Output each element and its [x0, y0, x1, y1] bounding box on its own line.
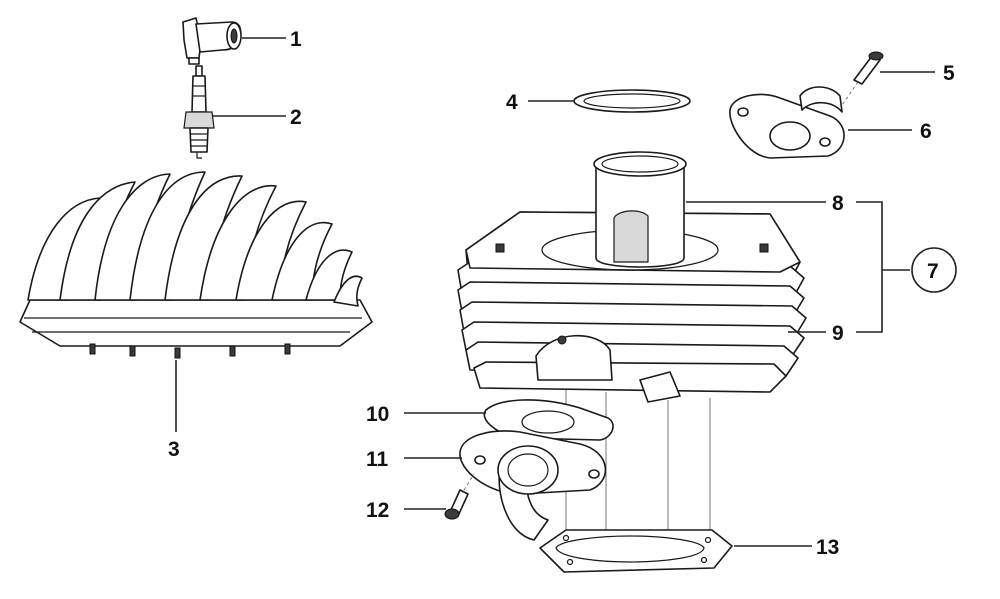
intake-bolt — [839, 51, 884, 109]
intake-flange — [729, 86, 845, 159]
callout-3: 3 — [168, 438, 180, 461]
spark-plug-cap — [182, 17, 242, 65]
callout-8: 8 — [832, 192, 844, 215]
callout-2: 2 — [290, 106, 302, 129]
head-gasket — [573, 89, 691, 113]
callout-11: 11 — [366, 448, 389, 471]
callout-13: 13 — [816, 536, 839, 559]
cylinder — [457, 151, 807, 540]
callout-12: 12 — [366, 499, 389, 522]
callout-7-circle — [911, 247, 957, 293]
callout-labels: 1 2 3 4 5 6 7 8 9 10 11 12 13 — [168, 28, 955, 559]
exhaust-flange — [459, 430, 607, 541]
callout-4: 4 — [506, 91, 518, 114]
callout-5: 5 — [943, 62, 955, 85]
callout-6: 6 — [920, 120, 932, 143]
leader-lines — [175, 37, 957, 547]
exhaust-gasket — [483, 399, 614, 441]
exhaust-bolt — [444, 473, 475, 520]
cylinder-head — [19, 171, 373, 359]
callout-7: 7 — [927, 260, 939, 283]
callout-1: 1 — [290, 28, 302, 51]
base-gasket — [539, 529, 733, 573]
spark-plug — [183, 65, 215, 159]
callout-10: 10 — [366, 403, 389, 426]
callout-9: 9 — [832, 322, 844, 345]
